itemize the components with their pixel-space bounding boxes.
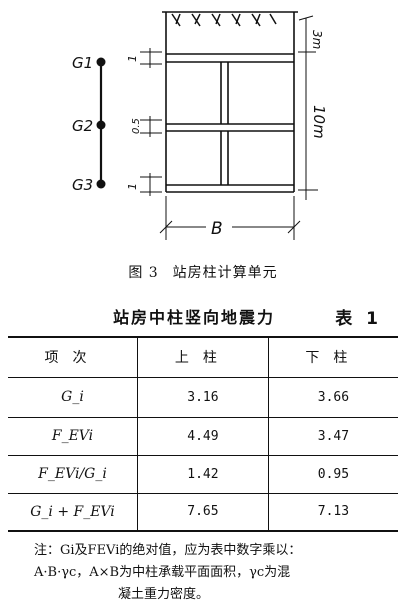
column-calculation-figure: G1 G2 G3 1 0.5 1 3m 10m B <box>0 0 406 262</box>
note-line-3: 凝土重力密度。 <box>118 587 210 602</box>
upper-value: 1.42 <box>137 454 269 494</box>
label-g3: G3 <box>72 176 93 194</box>
row-item: G_i <box>8 376 138 418</box>
load-point-g1 <box>96 57 106 67</box>
figure-caption-number: 图 3 <box>128 265 159 281</box>
dim-label-total: 10m <box>310 105 328 139</box>
table-row: F_EVi/G_i 1.42 0.95 <box>8 454 398 494</box>
upper-value: 3.16 <box>137 376 269 418</box>
span-label-b: B <box>211 219 223 239</box>
table-number: 表 1 <box>335 309 382 329</box>
lower-value: 7.13 <box>267 492 398 532</box>
row-item: F_EVi <box>8 416 138 456</box>
upper-value: 7.65 <box>137 492 269 532</box>
table-note: 注：Gi及FEVi的绝对值，应为表中数字乘以： A·B·γc，A×B为中柱承载平… <box>34 540 374 606</box>
dim-label-05: 0.5 <box>131 118 142 134</box>
load-column <box>96 57 106 189</box>
header-lower-column: 下柱 <box>267 336 398 378</box>
label-g2: G2 <box>72 117 93 135</box>
header-item: 项次 <box>8 336 138 378</box>
span-dimension-lines <box>159 196 301 240</box>
load-point-g2 <box>96 120 106 130</box>
figure-caption: 图 3 站房柱计算单元 <box>0 262 406 282</box>
load-point-g3 <box>96 179 106 189</box>
label-g1: G1 <box>72 54 93 72</box>
right-dimension-lines <box>298 15 318 200</box>
upper-value: 4.49 <box>137 416 269 456</box>
note-line-1: 注：Gi及FEVi的绝对值，应为表中数字乘以： <box>34 543 302 558</box>
row-item: F_EVi/G_i <box>8 454 138 494</box>
row-item: G_i + F_EVi <box>8 492 138 532</box>
lower-value: 0.95 <box>267 454 398 494</box>
top-slab-hatch <box>162 11 298 27</box>
dim-label-1a: 1 <box>126 55 139 62</box>
table-row: F_EVi 4.49 3.47 <box>8 416 398 456</box>
table-title: 站房中柱竖向地震力 <box>113 308 276 327</box>
note-line-2: A·B·γc，A×B为中柱承载平面面积，γc为混 <box>34 565 291 580</box>
left-dimension-lines <box>140 48 162 196</box>
seismic-force-table: 项次 上柱 下柱 G_i 3.16 3.66 F_EVi 4.49 3.47 F… <box>8 336 398 532</box>
table-row: G_i 3.16 3.66 <box>8 376 398 418</box>
frame-outline <box>165 12 295 193</box>
table-heading: 站房中柱竖向地震力 表 1 <box>0 304 406 330</box>
lower-value: 3.47 <box>267 416 398 456</box>
header-upper-column: 上柱 <box>137 336 269 378</box>
figure-caption-text: 站房柱计算单元 <box>172 265 278 281</box>
column-unit-diagram: G1 G2 G3 1 0.5 1 3m 10m B <box>72 11 328 240</box>
dim-label-1b: 1 <box>126 183 139 190</box>
lower-value: 3.66 <box>267 376 398 418</box>
table-row: G_i + F_EVi 7.65 7.13 <box>8 492 398 532</box>
dim-label-top: 3m <box>310 30 324 49</box>
table-header-row: 项次 上柱 下柱 <box>8 336 398 378</box>
